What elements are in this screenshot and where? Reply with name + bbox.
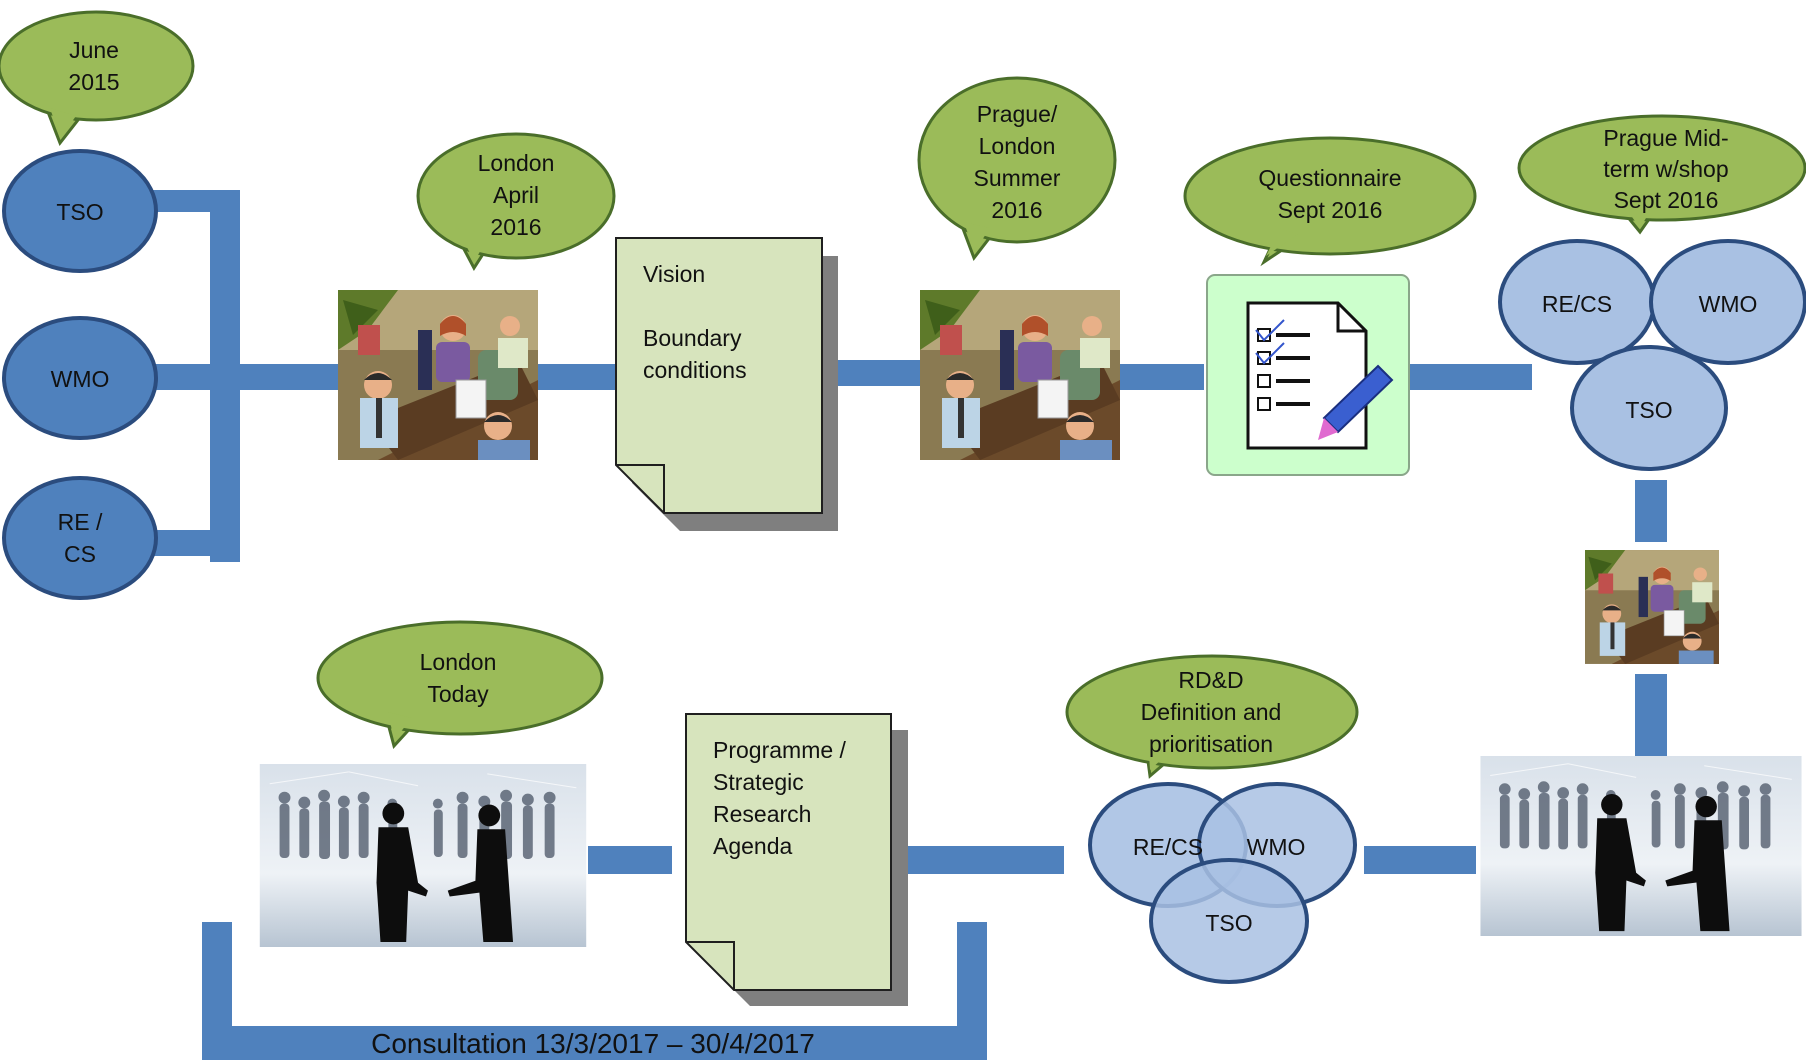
stakeholder-wmo: WMO: [2, 316, 158, 440]
svg-text:Research: Research: [713, 801, 811, 827]
questionnaire-illustration: [1206, 274, 1410, 476]
svg-text:2016: 2016: [490, 214, 541, 240]
svg-text:prioritisation: prioritisation: [1149, 731, 1273, 757]
svg-text:London: London: [478, 150, 555, 176]
svg-text:Sept 2016: Sept 2016: [1278, 197, 1383, 223]
svg-text:Boundary: Boundary: [643, 325, 742, 351]
bubble-london-today: London Today: [316, 620, 604, 750]
svg-text:TSO: TSO: [56, 199, 103, 225]
consultation-label: Consultation 13/3/2017 – 30/4/2017: [371, 1028, 815, 1059]
bubble-rdd-definition: RD&D Definition and prioritisation: [1065, 654, 1359, 779]
svg-text:WMO: WMO: [51, 366, 110, 392]
svg-text:June: June: [69, 37, 119, 63]
svg-text:Today: Today: [427, 681, 489, 707]
meeting-illustration-midterm: [1585, 549, 1719, 665]
svg-text:London: London: [979, 133, 1056, 159]
stakeholder-re-cs: RE / CS: [2, 476, 158, 600]
svg-text:WMO: WMO: [1699, 291, 1758, 317]
venn-rdd: RE/CS WMO TSO: [1088, 782, 1357, 984]
bubble-london-april-2016: London April 2016: [416, 132, 616, 271]
svg-text:April: April: [493, 182, 539, 208]
svg-text:RE/CS: RE/CS: [1542, 291, 1612, 317]
svg-text:RE /: RE /: [58, 509, 103, 535]
meeting-illustration-prague-summer: [920, 289, 1120, 461]
svg-text:Programme /: Programme /: [713, 737, 847, 763]
bubble-prague-london-summer-2016: Prague/ London Summer 2016: [917, 76, 1117, 262]
pencil-icon: [1318, 364, 1394, 440]
business-handshake-image-london: [259, 764, 587, 947]
svg-text:2016: 2016: [991, 197, 1042, 223]
svg-text:conditions: conditions: [643, 357, 747, 383]
stakeholder-tso: TSO: [2, 149, 158, 273]
business-handshake-image-rdd: [1479, 756, 1803, 936]
svg-text:2015: 2015: [68, 69, 119, 95]
svg-text:London: London: [420, 649, 497, 675]
svg-text:Definition and: Definition and: [1141, 699, 1282, 725]
svg-text:Summer: Summer: [974, 165, 1061, 191]
meeting-illustration-london-april: [338, 289, 538, 461]
bubble-prague-midterm: Prague Mid- term w/shop Sept 2016: [1517, 114, 1806, 235]
svg-text:Agenda: Agenda: [713, 833, 793, 859]
svg-text:RE/CS: RE/CS: [1133, 834, 1203, 860]
consultation-bracket: Consultation 13/3/2017 – 30/4/2017: [202, 922, 987, 1060]
bubble-june-2015: June 2015: [0, 10, 195, 147]
svg-text:term w/shop: term w/shop: [1603, 156, 1728, 182]
svg-text:Sept 2016: Sept 2016: [1614, 187, 1719, 213]
svg-text:Vision: Vision: [643, 261, 705, 287]
svg-text:Strategic: Strategic: [713, 769, 804, 795]
svg-text:CS: CS: [64, 541, 96, 567]
svg-text:RD&D: RD&D: [1178, 667, 1243, 693]
svg-text:TSO: TSO: [1625, 397, 1672, 423]
svg-text:Questionnaire: Questionnaire: [1258, 165, 1401, 191]
svg-text:Prague Mid-: Prague Mid-: [1603, 125, 1728, 151]
svg-text:WMO: WMO: [1247, 834, 1306, 860]
bubble-questionnaire-sept-2016: Questionnaire Sept 2016: [1183, 136, 1477, 267]
svg-text:TSO: TSO: [1205, 910, 1252, 936]
venn-midterm: RE/CS WMO TSO: [1498, 239, 1806, 471]
document-programme: Programme / Strategic Research Agenda: [685, 713, 908, 1006]
svg-text:Prague/: Prague/: [977, 101, 1058, 127]
document-vision: Vision Boundary conditions: [615, 237, 838, 531]
